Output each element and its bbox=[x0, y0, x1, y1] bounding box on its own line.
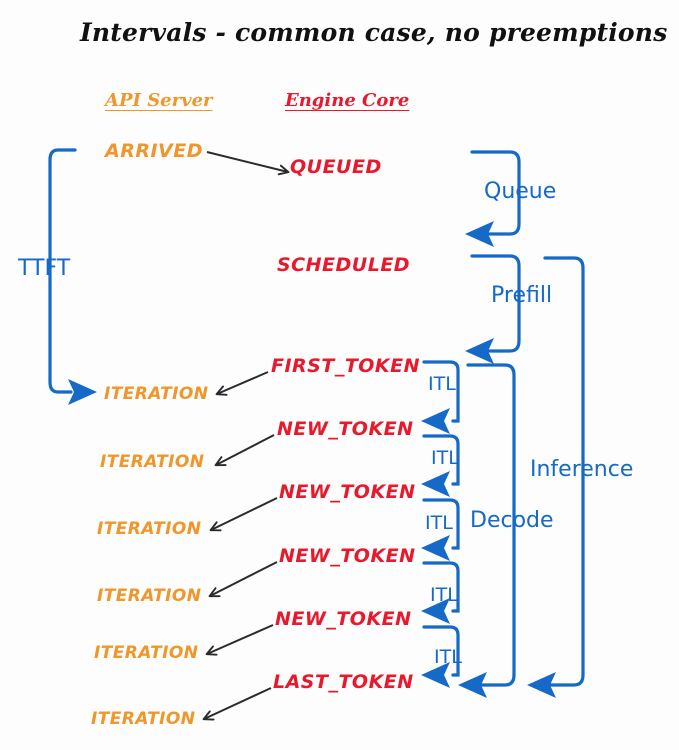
column-header-engine-core: Engine Core bbox=[285, 90, 410, 111]
token-label-new-3: NEW_TOKEN bbox=[279, 545, 416, 567]
iteration-row-2: ITERATION bbox=[97, 519, 202, 539]
measurement-label-decode: Decode bbox=[470, 508, 554, 533]
ttft-arrowhead bbox=[68, 379, 97, 405]
itl-label-0: ITL bbox=[428, 373, 456, 395]
arrow-last-token-to-iteration bbox=[202, 687, 272, 721]
token-label-new-2: NEW_TOKEN bbox=[279, 481, 416, 503]
iteration-row-0: ITERATION bbox=[104, 384, 209, 404]
itl-label-1: ITL bbox=[431, 447, 459, 469]
arrow-arrived-to-queued bbox=[206, 151, 290, 176]
queue-arrowhead bbox=[465, 221, 494, 247]
itl-arrowhead-4 bbox=[421, 662, 450, 688]
page-title: Intervals - common case, no preemptions bbox=[80, 18, 668, 47]
inference-bracket bbox=[543, 256, 585, 687]
itl-bracket-0 bbox=[422, 360, 460, 423]
prefill-bracket bbox=[470, 254, 521, 353]
arrow-new-token-to-iteration-1 bbox=[214, 434, 275, 467]
token-label-first: FIRST_TOKEN bbox=[271, 355, 421, 377]
measurement-arrowheads bbox=[68, 221, 556, 698]
queue-bracket bbox=[470, 150, 521, 236]
token-label-last: LAST_TOKEN bbox=[273, 671, 414, 693]
itl-label-4: ITL bbox=[434, 646, 462, 668]
itl-bracket-3 bbox=[422, 561, 460, 613]
inference-arrowhead bbox=[527, 672, 556, 698]
measurement-label-queue: Queue bbox=[484, 179, 557, 204]
token-label-new-4: NEW_TOKEN bbox=[275, 608, 412, 630]
decode-bracket bbox=[466, 363, 516, 687]
iteration-row-3: ITERATION bbox=[97, 586, 202, 606]
measurement-label-prefill: Prefill bbox=[491, 283, 553, 308]
flow-arrows bbox=[202, 151, 290, 721]
measurement-label-ttft: TTFT bbox=[18, 256, 71, 281]
prefill-arrowhead bbox=[465, 338, 494, 364]
itl-label-3: ITL bbox=[430, 584, 458, 606]
itl-arrowhead-2 bbox=[421, 535, 450, 561]
iteration-row-1: ITERATION bbox=[100, 452, 205, 472]
column-header-api-server: API Server bbox=[105, 90, 213, 111]
itl-bracket-4 bbox=[422, 625, 460, 677]
arrow-first-token-to-iteration bbox=[215, 371, 269, 396]
iteration-row-4: ITERATION bbox=[94, 643, 199, 663]
itl-arrowhead-3 bbox=[421, 598, 450, 624]
measurement-brackets bbox=[48, 148, 585, 687]
itl-bracket-2 bbox=[422, 498, 460, 550]
arrow-new-token-to-iteration-4 bbox=[205, 624, 274, 656]
decode-arrowhead bbox=[458, 672, 487, 698]
measurement-label-inference: Inference bbox=[530, 457, 634, 482]
arrow-new-token-to-iteration-3 bbox=[208, 561, 278, 598]
ttft-bracket bbox=[48, 148, 77, 394]
itl-arrowhead-0 bbox=[421, 408, 450, 434]
itl-bracket-1 bbox=[422, 434, 460, 486]
itl-label-2: ITL bbox=[425, 512, 453, 534]
token-label-new-1: NEW_TOKEN bbox=[277, 418, 414, 440]
arrow-new-token-to-iteration-2 bbox=[209, 497, 278, 532]
state-scheduled: SCHEDULED bbox=[277, 254, 411, 276]
state-queued: QUEUED bbox=[290, 156, 382, 178]
iteration-row-5: ITERATION bbox=[91, 709, 196, 729]
itl-arrowhead-1 bbox=[421, 471, 450, 497]
state-arrived: ARRIVED bbox=[105, 140, 203, 162]
